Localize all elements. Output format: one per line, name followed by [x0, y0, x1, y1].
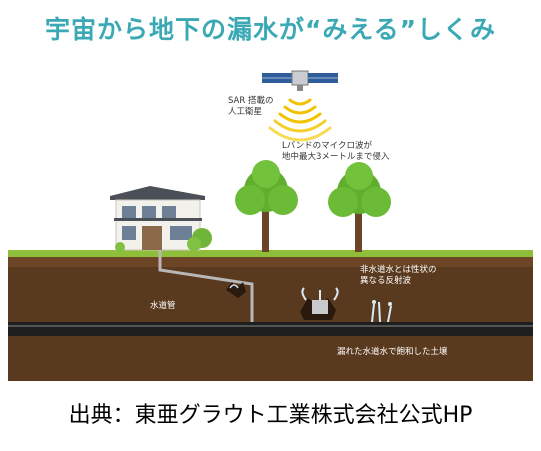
water-main-pipe [8, 322, 533, 336]
house-icon [110, 186, 212, 252]
microwave-label-line1: Lバンドのマイクロ波が [282, 141, 372, 151]
microwave-label-line2: 地中最大3メートルまで侵入 [282, 152, 390, 162]
leak-point-icon [371, 300, 392, 323]
satellite-label: SAR 搭載の 人工衛星 [228, 96, 273, 118]
microwave-label: Lバンドのマイクロ波が 地中最大3メートルまで侵入 [282, 141, 389, 163]
grass-strip [8, 250, 533, 257]
leak-point-icon [226, 282, 246, 298]
service-pipe [158, 250, 254, 330]
reflection-label-line1: 非水道水とは性状の [360, 265, 437, 275]
saturated-soil-label: 漏れた水道水で飽和した土壌 [337, 347, 448, 357]
satellite-icon [262, 70, 338, 91]
soil [8, 257, 533, 381]
satellite-label-line2: 人工衛星 [228, 107, 263, 117]
satellite-label-line1: SAR 搭載の [228, 96, 274, 106]
reflection-label: 非水道水とは性状の 異なる反射波 [360, 265, 437, 287]
tree-icon [328, 162, 391, 252]
reflection-label-line2: 異なる反射波 [360, 276, 412, 286]
sky [8, 60, 533, 255]
diagram-title: 宇宙から地下の漏水が“みえる”しくみ [44, 15, 497, 44]
microwave-waves-icon [268, 98, 332, 142]
water-pipe-label: 水道管 [150, 301, 176, 311]
tree-icon [235, 160, 298, 252]
leak-point-icon [300, 287, 339, 320]
source-caption: 出典：東亜グラウト工業株式会社公式HP [68, 403, 473, 428]
